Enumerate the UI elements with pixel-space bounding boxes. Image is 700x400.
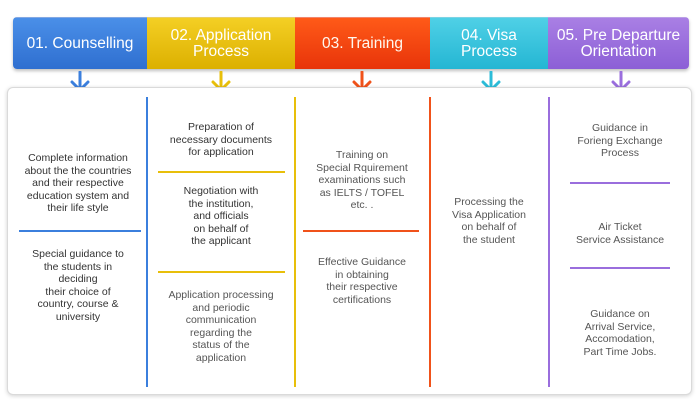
pre-departure-item: Air Ticket Service Assistance [575, 221, 665, 246]
separator-application-2 [158, 271, 285, 273]
process-header: 01. Counselling 02. Application Process … [13, 17, 689, 69]
pre-departure-item: Guidance on Arrival Service, Accomodatio… [583, 308, 657, 358]
step-training: 03. Training [295, 17, 430, 69]
separator-counselling [19, 230, 141, 232]
training-item: Training on Special Rquirement examinati… [316, 149, 408, 211]
divider-training [429, 97, 431, 387]
divider-application [294, 97, 296, 387]
divider-counselling [146, 97, 148, 387]
step-pre-departure-orientation: 05. Pre Departure Orientation [548, 17, 689, 69]
separator-pre-departure-1 [570, 182, 670, 184]
pre-departure-item: Guidance in Forieng Exchange Process [577, 122, 663, 159]
separator-pre-departure-2 [570, 267, 670, 269]
counselling-item: Special guidance to the students in deci… [32, 248, 124, 323]
application-item: Negotiation with the institution, and of… [183, 185, 259, 247]
application-item: Preparation of necessary documents for a… [169, 121, 273, 158]
separator-application-1 [158, 171, 285, 173]
step-counselling: 01. Counselling [13, 17, 147, 69]
step-application-process: 02. Application Process [147, 17, 295, 69]
divider-visa [548, 97, 550, 387]
visa-item: Processing the Visa Application on behal… [452, 196, 526, 246]
content-panel [7, 87, 692, 395]
separator-training [303, 230, 419, 232]
counselling-item: Complete information about the the count… [24, 152, 132, 214]
step-visa-process: 04. Visa Process [430, 17, 548, 69]
application-item: Application processing and periodic comm… [168, 289, 274, 364]
training-item: Effective Guidance in obtaining their re… [318, 256, 406, 306]
